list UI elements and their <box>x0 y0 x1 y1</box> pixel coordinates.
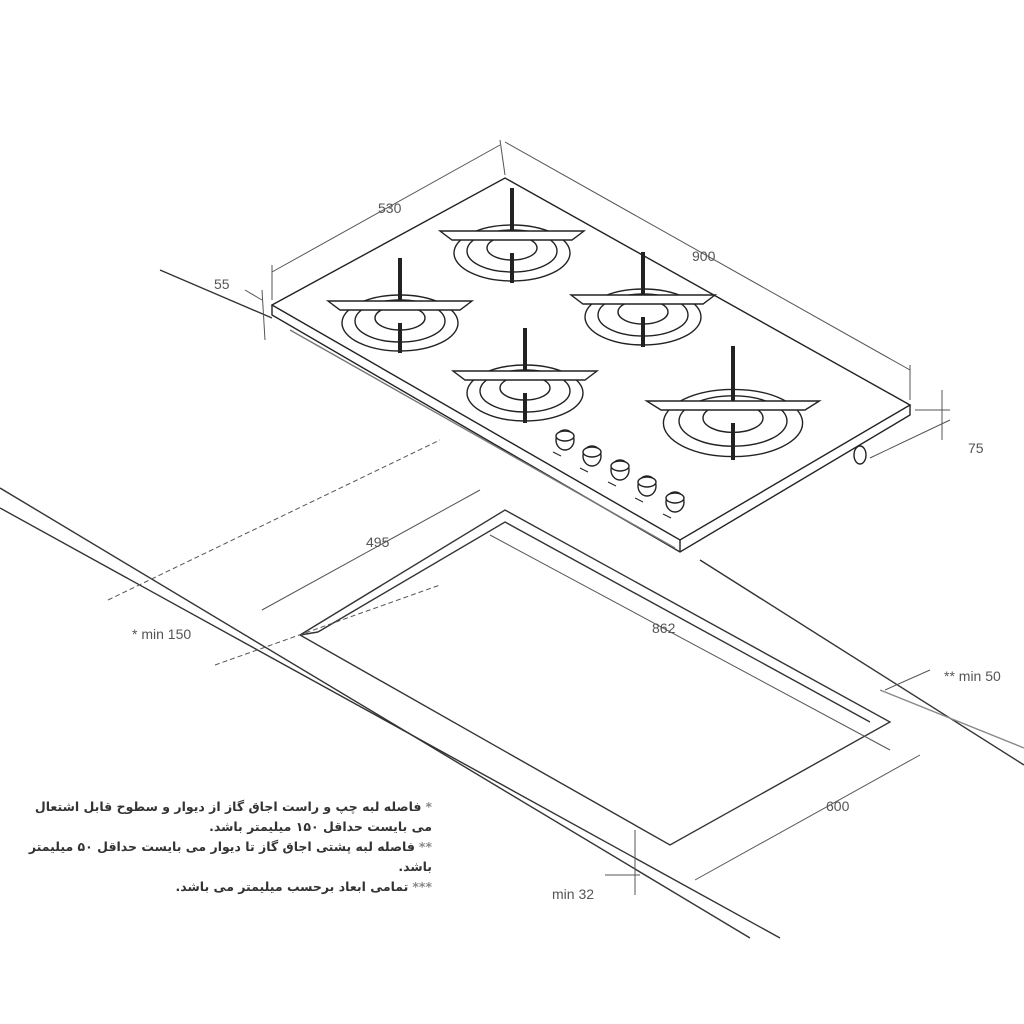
dim-height: 75 <box>968 440 984 456</box>
dim-cutout-depth: 495 <box>366 534 390 550</box>
note-1: *فاصله لبه چپ و راست اجاق گاز از دیوار و… <box>34 799 432 834</box>
dimension-lines <box>107 139 951 895</box>
note-2: **فاصله لبه پشتی اجاق گاز تا دیوار می با… <box>28 839 432 874</box>
burner-grate <box>437 188 587 283</box>
note-3: ***تمامی ابعاد برحسب میلیمتر می باشد. <box>175 879 432 894</box>
burner-grate <box>644 346 822 460</box>
control-knob[interactable] <box>552 429 575 457</box>
control-knob[interactable] <box>579 445 602 473</box>
control-knob[interactable] <box>662 491 685 519</box>
dim-width: 900 <box>692 248 716 264</box>
burner-grate <box>450 328 600 423</box>
cooktop <box>270 177 912 553</box>
dim-side-clearance: * min 150 <box>132 626 192 642</box>
burners <box>325 188 822 460</box>
burner-grate <box>325 258 475 353</box>
countertop <box>0 269 1024 939</box>
cutout <box>298 509 892 846</box>
dim-glass-edge: 55 <box>214 276 230 292</box>
dim-counter-depth: 600 <box>826 798 850 814</box>
dim-depth: 530 <box>378 200 402 216</box>
installation-notes: *فاصله لبه چپ و راست اجاق گاز از دیوار و… <box>12 797 432 897</box>
dim-counter-thickness: min 32 <box>552 886 595 902</box>
control-knob[interactable] <box>607 459 630 487</box>
control-knobs <box>552 429 685 519</box>
control-knob[interactable] <box>634 475 657 503</box>
burner-grate <box>568 252 718 347</box>
dim-cutout-width: 862 <box>652 620 676 636</box>
dim-back-clearance: ** min 50 <box>944 668 1001 684</box>
